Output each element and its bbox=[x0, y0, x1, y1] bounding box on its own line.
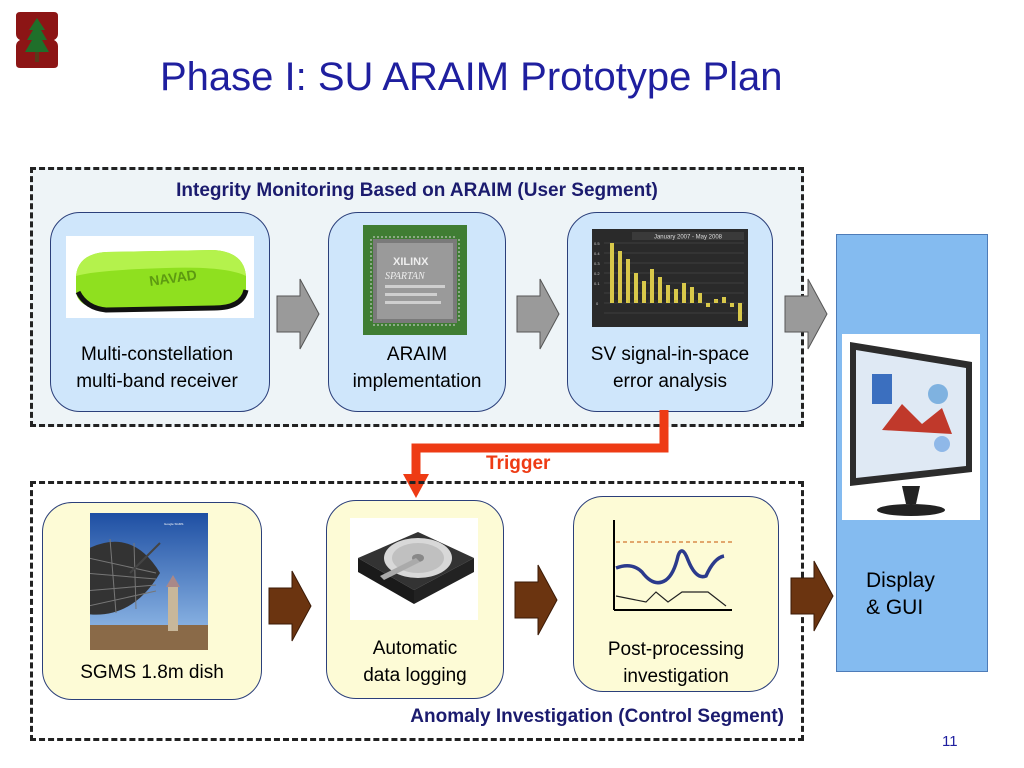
postprocessing-card bbox=[573, 496, 779, 692]
signal-plot-image bbox=[598, 516, 738, 616]
svg-text:0.1: 0.1 bbox=[594, 281, 600, 286]
svg-text:NAVAD: NAVAD bbox=[148, 266, 197, 288]
postprocessing-caption-line2: investigation bbox=[623, 666, 729, 687]
svg-text:SPARTAN: SPARTAN bbox=[385, 271, 426, 282]
display-label-line1: Display bbox=[866, 569, 935, 592]
hard-disk-drive-image bbox=[350, 518, 478, 620]
xilinx-fpga-chip-image: XILINX SPARTAN bbox=[363, 225, 467, 335]
sv-error-caption: SV signal-in-space error analysis bbox=[567, 341, 773, 395]
sv-error-caption-line2: error analysis bbox=[612, 371, 728, 392]
computer-monitor-image bbox=[842, 334, 980, 520]
svg-text:0.5: 0.5 bbox=[594, 241, 600, 246]
svg-text:0.3: 0.3 bbox=[594, 261, 600, 266]
araim-caption: ARAIM implementation bbox=[328, 341, 506, 395]
logging-caption: Automatic data logging bbox=[326, 635, 504, 689]
stanford-tree-logo-icon bbox=[16, 12, 58, 68]
receiver-caption-line1: Multi-constellation bbox=[80, 344, 234, 365]
svg-text:0: 0 bbox=[596, 301, 599, 306]
postprocessing-caption-line1: Post-processing bbox=[607, 639, 745, 660]
svg-text:Google SGMS: Google SGMS bbox=[164, 522, 183, 526]
flow-arrow-receiver-to-araim bbox=[276, 278, 320, 350]
flow-arrow-araim-to-sv bbox=[516, 278, 560, 350]
araim-caption-line2: implementation bbox=[352, 371, 482, 392]
logging-caption-line2: data logging bbox=[363, 665, 467, 686]
receiver-caption-line2: multi-band receiver bbox=[76, 371, 238, 392]
receiver-caption: Multi-constellation multi-band receiver bbox=[52, 341, 262, 395]
display-label: Display & GUI bbox=[866, 567, 935, 621]
error-bar-chart-image: January 2007 - May 2008 0.5 0.4 0.3 0.2 0.1… bbox=[592, 229, 748, 327]
postprocessing-caption: Post-processing investigation bbox=[573, 636, 779, 690]
araim-caption-line1: ARAIM bbox=[386, 344, 448, 365]
flow-arrow-dish-to-logging bbox=[268, 570, 312, 642]
flow-arrow-sv-to-display bbox=[784, 278, 828, 350]
chart-banner: January 2007 - May 2008 bbox=[654, 235, 723, 241]
svg-text:0.4: 0.4 bbox=[594, 251, 600, 256]
svg-text:XILINX: XILINX bbox=[393, 256, 429, 268]
flow-arrow-logging-to-postprocessing bbox=[514, 564, 558, 636]
page-title: Phase I: SU ARAIM Prototype Plan bbox=[160, 55, 783, 99]
flow-arrow-postprocessing-to-display bbox=[790, 560, 834, 632]
user-segment-title: Integrity Monitoring Based on ARAIM (Use… bbox=[176, 180, 658, 201]
logging-caption-line1: Automatic bbox=[372, 638, 458, 659]
control-segment-title: Anomaly Investigation (Control Segment) bbox=[410, 706, 784, 727]
svg-text:0.2: 0.2 bbox=[594, 271, 600, 276]
satellite-dish-image: Google SGMS bbox=[90, 513, 208, 650]
sv-error-caption-line1: SV signal-in-space bbox=[590, 344, 750, 365]
page-number: 11 bbox=[942, 733, 958, 750]
display-label-line2: & GUI bbox=[866, 596, 924, 619]
trigger-label: Trigger bbox=[486, 453, 551, 474]
green-gnss-receiver-image: NAVAD bbox=[66, 236, 254, 318]
dish-caption: SGMS 1.8m dish bbox=[80, 662, 224, 683]
trigger-arrow bbox=[400, 410, 675, 507]
stanford-logo bbox=[14, 8, 60, 72]
